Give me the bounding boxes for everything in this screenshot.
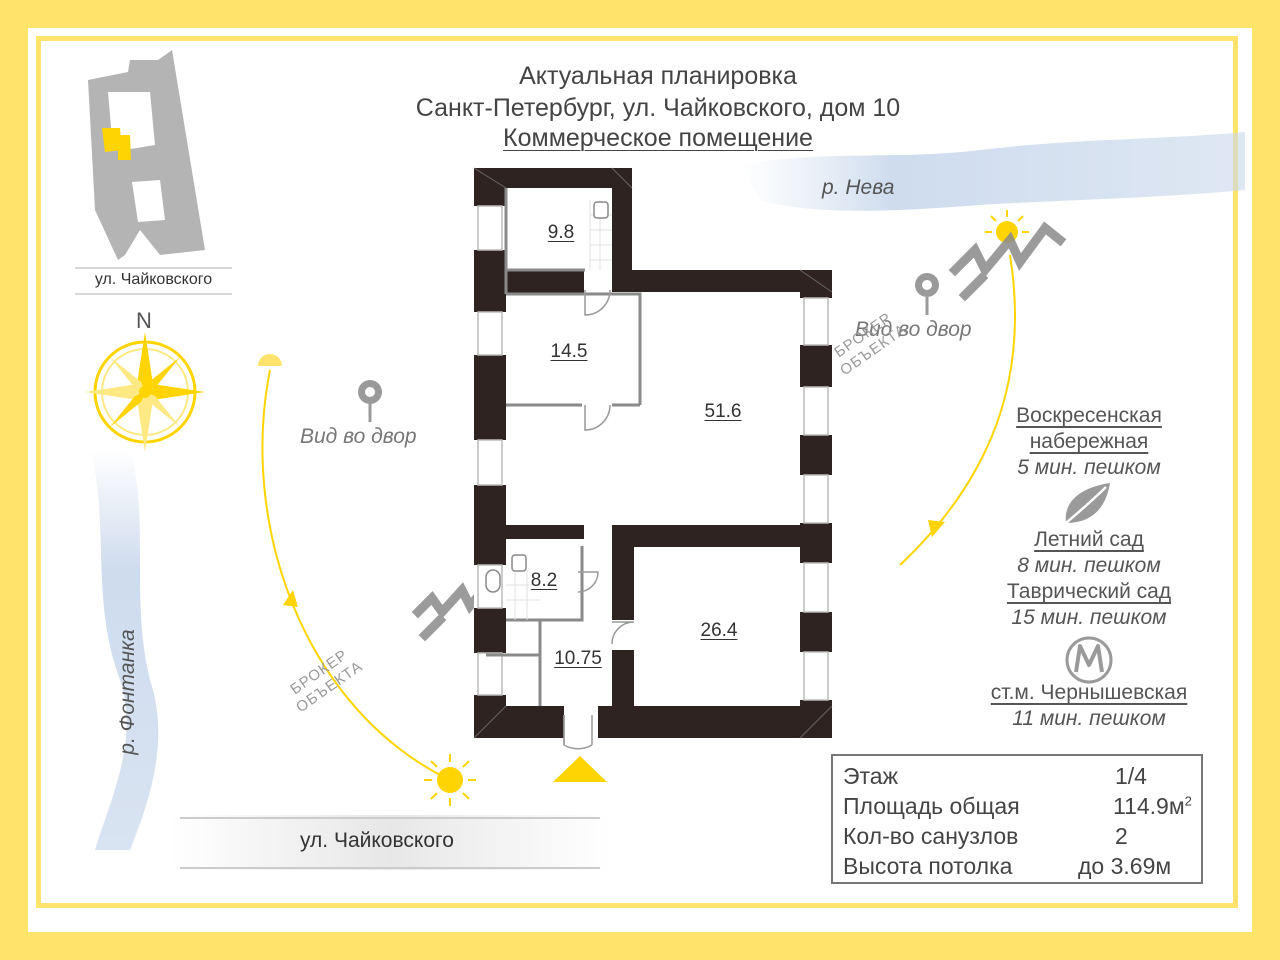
spec-height-value: до 3.69м bbox=[1078, 853, 1172, 879]
header-address: Санкт-Петербург, ул. Чайковского, дом 10 bbox=[415, 94, 901, 122]
site-map bbox=[75, 50, 232, 295]
compass-north-label: N bbox=[136, 308, 152, 333]
river-neva-label: р. Нева bbox=[822, 176, 895, 199]
arrow-right bbox=[928, 520, 945, 537]
page-frame-inner bbox=[36, 36, 1238, 908]
arrow-left bbox=[283, 590, 298, 607]
room-area-label: 26.4 bbox=[700, 620, 738, 641]
leaf-icon bbox=[1065, 483, 1110, 524]
compass-rose-icon bbox=[85, 332, 205, 452]
sun-icon bbox=[424, 754, 476, 806]
room-area-label: 10.75 bbox=[554, 648, 602, 669]
neva-river bbox=[740, 132, 1245, 211]
spec-area-unit-sup: 2 bbox=[1184, 793, 1192, 809]
poi-name: набережная bbox=[1029, 430, 1149, 453]
poi-item: Летний сад 8 мин. пешком bbox=[959, 528, 1219, 578]
specs-panel: Этаж 1/4 Площадь общая 114.9м2 Кол-во са… bbox=[831, 754, 1203, 884]
location-pin-icon bbox=[915, 273, 939, 315]
poi-time: 8 мин. пешком bbox=[1017, 554, 1161, 577]
spec-area-number: 114.9м bbox=[1113, 793, 1185, 819]
poi-item: Таврический сад 15 мин. пешком bbox=[959, 580, 1219, 630]
poi-time: 11 мин. пешком bbox=[1012, 707, 1166, 730]
poi-time: 5 мин. пешком bbox=[1017, 456, 1161, 479]
poi-name: Таврический сад bbox=[1006, 580, 1172, 603]
street-band bbox=[170, 815, 610, 870]
street-label-bottom: ул. Чайковского bbox=[300, 829, 454, 852]
header-title: Актуальная планировка bbox=[519, 62, 797, 90]
room-area-label: 9.8 bbox=[547, 222, 575, 243]
header-type: Коммерческое помещение bbox=[380, 124, 936, 153]
location-pin-icon bbox=[358, 380, 382, 422]
room-area-label: 51.6 bbox=[704, 401, 742, 422]
site-map-street-label: ул. Чайковского bbox=[94, 271, 213, 288]
spec-height-label: Высота потолка bbox=[843, 853, 1013, 879]
sunset-icon bbox=[258, 354, 282, 366]
poi-name: ст.м. Чернышевская bbox=[990, 681, 1188, 704]
entrance-arrow-icon bbox=[553, 756, 607, 782]
room-area-label: 8.2 bbox=[530, 570, 558, 591]
watermark-logo bbox=[948, 221, 1067, 302]
poi-item: ст.м. Чернышевская 11 мин. пешком bbox=[959, 681, 1219, 731]
floor-plan bbox=[473, 167, 833, 750]
poi-item: Воскресенская набережная 5 мин. пешком bbox=[959, 404, 1219, 480]
river-fontanka-label: р. Фонтанка bbox=[116, 629, 139, 755]
view-label-left: Вид во двор bbox=[300, 425, 417, 448]
room-area-label: 14.5 bbox=[550, 341, 588, 362]
header-type-text: Коммерческое помещение bbox=[503, 124, 813, 152]
spec-area-value: 114.9м2 bbox=[1113, 793, 1192, 820]
poi-time: 15 мин. пешком bbox=[1011, 606, 1167, 629]
poi-name: Летний сад bbox=[1034, 528, 1144, 551]
spec-floor-label: Этаж bbox=[843, 763, 898, 789]
fontanka-river bbox=[90, 450, 159, 850]
spec-floor-value: 1/4 bbox=[1115, 763, 1147, 789]
metro-icon bbox=[1065, 636, 1113, 684]
view-label-right: Вид во двор bbox=[855, 318, 972, 341]
poi-name: Воскресенская bbox=[1016, 404, 1162, 427]
spec-bath-label: Кол-во санузлов bbox=[843, 823, 1019, 849]
spec-bath-value: 2 bbox=[1115, 823, 1128, 849]
spec-area-label: Площадь общая bbox=[843, 793, 1020, 819]
